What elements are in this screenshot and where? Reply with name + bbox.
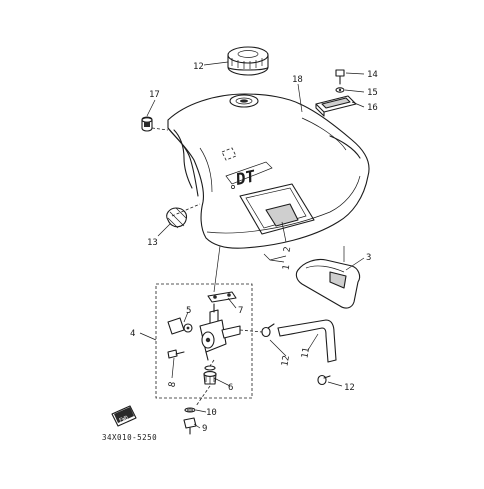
- callout-1: 1: [282, 264, 293, 271]
- front-direction-mark: FWD: [111, 405, 137, 427]
- callout-18: 17: [149, 90, 160, 100]
- o-ring-10: [184, 407, 196, 413]
- fuel-cock-group-box: [155, 283, 253, 399]
- damper-14: [166, 207, 188, 229]
- callout-9: 9: [202, 424, 207, 434]
- callout-10: 10: [206, 408, 217, 418]
- drain-bolt-9: [183, 417, 197, 435]
- front-mark-label: FWD: [118, 415, 129, 424]
- gasket-7: [207, 291, 237, 303]
- fuel-tank: DT: [167, 93, 370, 249]
- screw-8: [167, 349, 185, 359]
- washer-16: [335, 87, 345, 93]
- callout-12-upper: 12: [280, 355, 292, 367]
- fuel-bowl-6: [203, 365, 217, 385]
- tank-logo-text: DT: [233, 166, 258, 189]
- diagram-part-code: 34X010-5250: [102, 433, 157, 442]
- fuel-cock: [199, 303, 241, 361]
- fuel-hose-11: [277, 319, 337, 363]
- bracket-17: [315, 95, 357, 117]
- callout-11: 11: [300, 347, 312, 359]
- grommet-18: [141, 116, 153, 132]
- hose-clip-12a: [261, 323, 275, 338]
- callout-5: 5: [186, 306, 191, 316]
- filler-cap: [227, 46, 269, 76]
- callout-2: 2: [283, 246, 294, 253]
- callout-6: 6: [228, 383, 233, 393]
- callout-14: 13: [147, 238, 158, 248]
- callout-16: 15: [367, 88, 378, 98]
- bolt-15: [335, 69, 345, 85]
- tank-cushion-3: [295, 258, 361, 309]
- callout-8: 8: [168, 381, 179, 388]
- hose-clip-12b: [317, 374, 331, 386]
- callout-17: 16: [367, 103, 378, 113]
- callout-3: 3: [366, 253, 371, 263]
- callout-12-lower: 12: [344, 383, 355, 393]
- leader-lines: [139, 61, 365, 429]
- lever-5: [167, 317, 193, 335]
- callout-4: 4: [130, 329, 135, 339]
- tank-emblem: [239, 183, 315, 235]
- callout-numbers: 12 17 18 14 15 16 13 2 1 3 7 4 5 8 6 10 …: [130, 62, 378, 434]
- callout-13: 12: [193, 62, 204, 72]
- callout-19: 18: [292, 75, 303, 85]
- callout-7: 7: [238, 306, 243, 316]
- callout-15: 14: [367, 70, 378, 80]
